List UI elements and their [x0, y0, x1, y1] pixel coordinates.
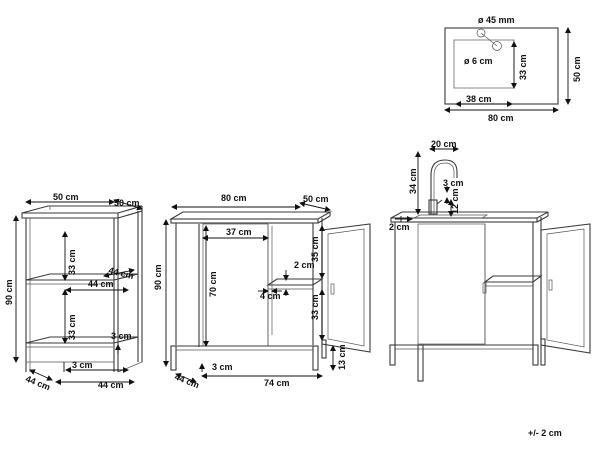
cabinet-leg-height-label: 13 cm [337, 344, 347, 370]
cabinet-base-depth-label: 44 cm [173, 372, 200, 391]
top-thickness-label: 2 cm [389, 222, 410, 232]
cabinet-door-height-label: 70 cm [208, 271, 218, 297]
narrow-shelf-unit: 50 cm 50 cm 90 cm 33 cm 33 cm 44 cm 44 c… [4, 192, 143, 393]
shelf-base-depth-label: 44 cm [24, 374, 51, 393]
spout-reach-label: 20 cm [431, 139, 457, 149]
shelf-bottom-offset-label: 3 cm [72, 360, 93, 370]
shelf-upper-gap-label: 33 cm [67, 249, 77, 275]
top-depth-label: 50 cm [572, 56, 582, 82]
drain-diameter-label: ø 45 mm [478, 15, 515, 25]
cabinet-foot-height-label: 3 cm [212, 362, 233, 372]
shelf-lower-gap-label: 33 cm [67, 314, 77, 340]
cabinet-shelf-inset-label: 4 cm [260, 291, 281, 301]
shelf-base-width-label: 44 cm [98, 380, 124, 390]
drain-circle [476, 28, 486, 38]
shelf-foot-label: 3 cm [111, 331, 132, 341]
cabinet-depth-label: 50 cm [303, 194, 329, 204]
tap-hole-diameter-label: ø 6 cm [464, 56, 493, 66]
shelf-depth-top-label: 50 cm [114, 198, 140, 208]
cabinet-width-label: 80 cm [221, 193, 247, 203]
tap-height-label: 34 cm [408, 168, 418, 194]
cabinet-inner-width-label: 74 cm [264, 378, 290, 388]
sink-plan-view: ø 45 mm ø 6 cm 33 cm 38 cm 80 cm 50 cm [444, 15, 582, 123]
shelf-height-label: 90 cm [4, 279, 14, 305]
double-door-cabinet: 80 cm 50 cm 90 cm 37 cm 70 cm 35 cm 2 cm… [153, 193, 371, 391]
tolerance-note: +/- 2 cm [528, 428, 562, 438]
cabinet-door-width-label: 37 cm [226, 227, 252, 237]
shelf-width-top-label: 50 cm [53, 192, 79, 202]
tap-offset-label: 3 cm [443, 178, 464, 188]
basin-width-label: 38 cm [466, 94, 492, 104]
faucet-lever [436, 199, 443, 205]
cabinet-shelf-thickness-label: 2 cm [294, 260, 315, 270]
faucet-base [428, 199, 438, 215]
faucet-spout [430, 159, 458, 214]
cabinet-lower-compartment-label: 33 cm [310, 294, 320, 320]
cabinet-upper-compartment-label: 35 cm [310, 236, 320, 262]
rim-height-label: 12 cm [450, 188, 460, 214]
shelf-width-inner-label: 44 cm [88, 279, 114, 289]
basin-depth-label: 33 cm [518, 54, 528, 80]
cabinet-height-label: 90 cm [153, 264, 163, 290]
top-width-label: 80 cm [488, 113, 514, 123]
tap-hole-circle [492, 41, 502, 51]
sink-cabinet: 20 cm 34 cm 3 cm 12 cm 2 cm [389, 139, 591, 382]
